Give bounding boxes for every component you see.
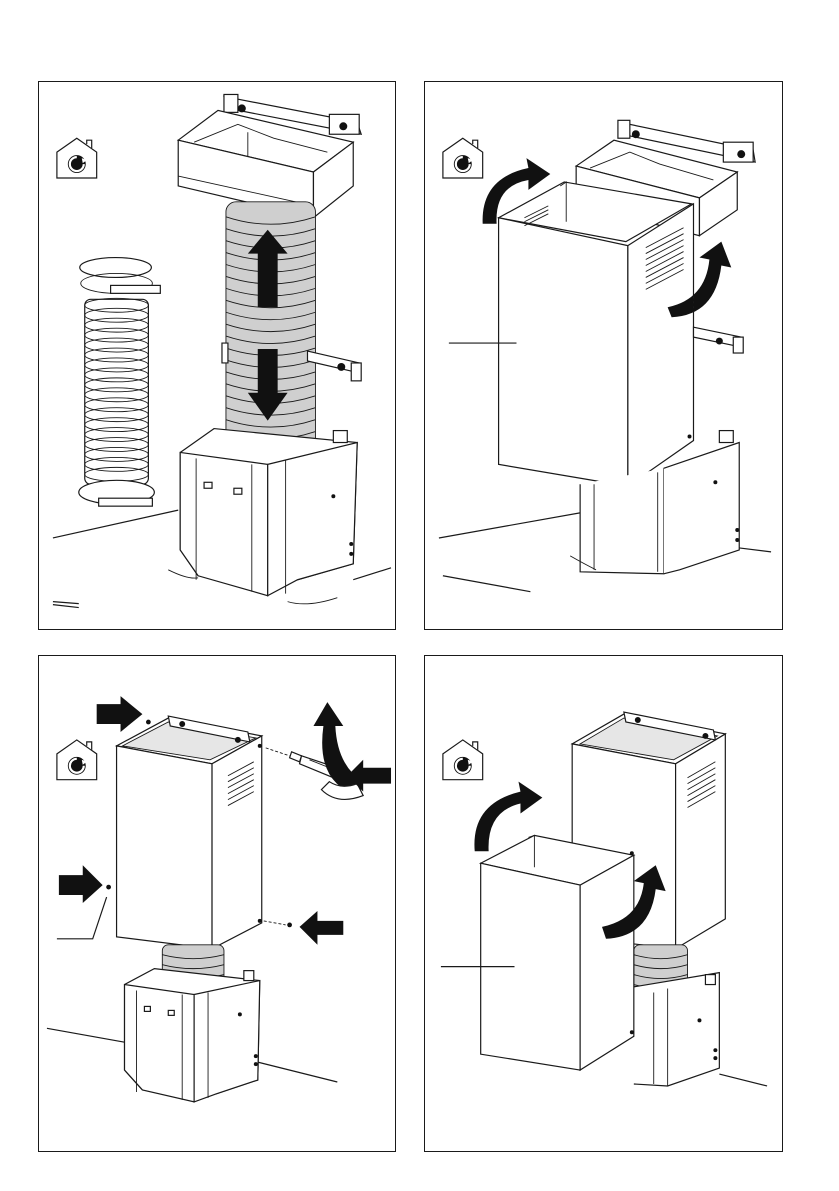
fix-screws-illustration: [39, 656, 395, 1151]
duct-installation-illustration: [39, 82, 395, 629]
lower-chimney-install-illustration: [425, 656, 782, 1151]
step-1-panel: [38, 81, 396, 630]
step-3-panel: [38, 655, 396, 1152]
ducted-mode-house-icon: [57, 740, 97, 780]
upper-chimney-install-illustration: [425, 82, 782, 629]
screw-arrow-bottom-icon: [264, 911, 344, 945]
screw-arrow-top-icon: [97, 696, 151, 732]
motor-base-unit: [125, 969, 260, 1102]
spare-flexible-duct: [79, 258, 161, 507]
step-2-panel: [424, 81, 783, 630]
screw-arrow-left-icon: [59, 865, 103, 903]
rotate-screw-arrow-icon: [313, 702, 363, 799]
middle-bracket: [693, 327, 743, 353]
motor-base-unit: [168, 429, 357, 604]
motor-base-unit: [624, 973, 719, 1086]
step-4-panel: [424, 655, 783, 1152]
ducted-mode-house-icon: [443, 138, 483, 178]
upper-chimney-cover: [499, 182, 694, 486]
ducted-mode-house-icon: [443, 740, 483, 780]
ducted-mode-house-icon: [57, 138, 97, 178]
hose-clamp-bottom: [79, 480, 155, 506]
upper-chimney-assembly: [106, 716, 262, 949]
screw-callout-line: [57, 897, 107, 939]
lower-chimney-cover: [481, 835, 634, 1070]
